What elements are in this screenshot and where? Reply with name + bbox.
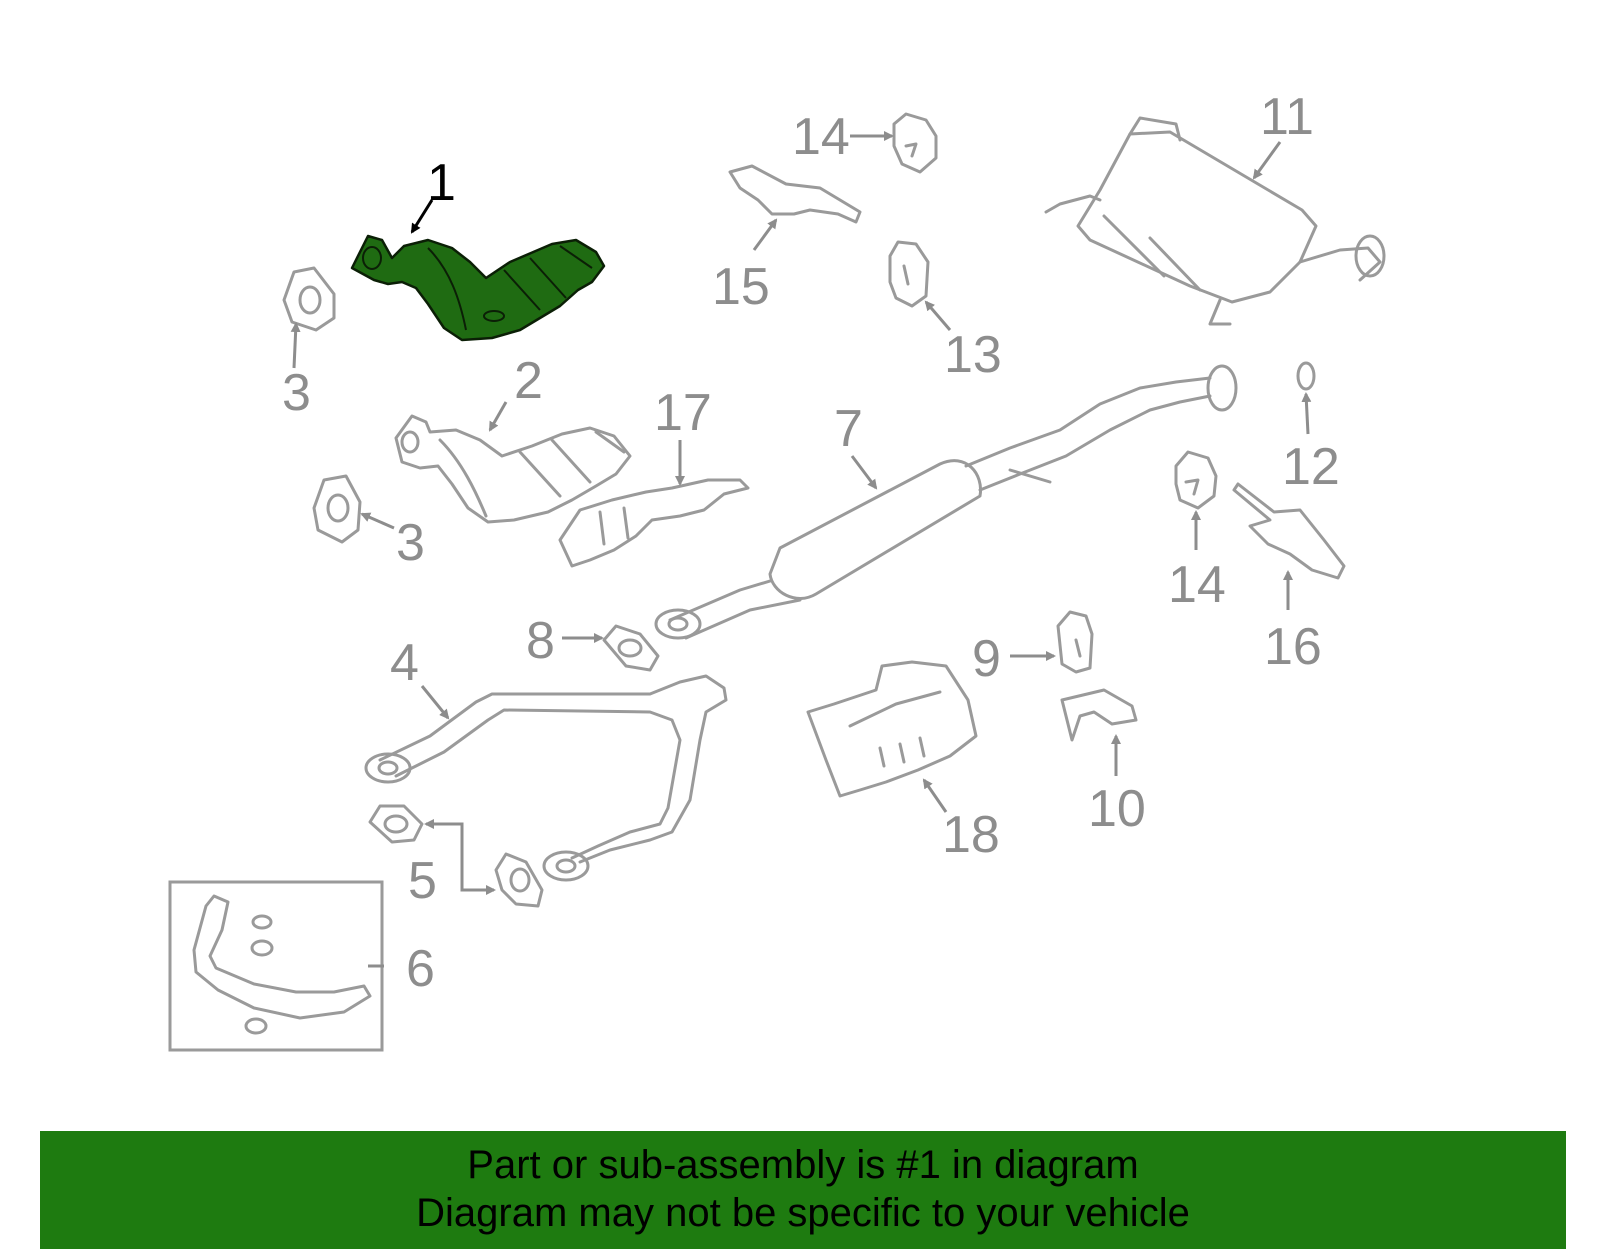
- part-12-o-ring[interactable]: [1296, 361, 1316, 391]
- label-part-14-lower[interactable]: 14: [1168, 556, 1226, 614]
- label-part-13[interactable]: 13: [944, 326, 1002, 384]
- part-9-rubber-hanger[interactable]: [1056, 610, 1094, 674]
- part-15-hanger-bracket[interactable]: [728, 164, 862, 224]
- part-13-rubber-hanger[interactable]: [888, 240, 930, 308]
- label-part-8[interactable]: 8: [526, 612, 555, 670]
- leader-arrows: [290, 131, 1312, 968]
- banner-line-part-number: Part or sub-assembly is #1 in diagram: [467, 1143, 1139, 1187]
- label-part-16[interactable]: 16: [1264, 618, 1322, 676]
- part-11-rear-muffler[interactable]: [1044, 116, 1386, 326]
- part-10-bracket[interactable]: [1060, 688, 1138, 742]
- part-16-hanger-bracket[interactable]: [1232, 482, 1346, 580]
- part-5-gasket-right[interactable]: [494, 852, 544, 908]
- label-part-7[interactable]: 7: [834, 400, 863, 458]
- label-part-9[interactable]: 9: [972, 630, 1001, 688]
- exhaust-parts-diagram: 1 2 3 3 4 5 6 7 8 9 10 11 12 13 14 14 15…: [168, 88, 1386, 1052]
- label-part-11[interactable]: 11: [1260, 88, 1314, 146]
- part-7-center-pipe-muffler[interactable]: [654, 364, 1238, 640]
- part-8-gasket[interactable]: [602, 624, 660, 672]
- callout-labels: 1 2 3 3 4 5 6 7 8 9 10 11 12 13 14 14 15…: [282, 88, 1340, 998]
- label-part-10[interactable]: 10: [1088, 780, 1146, 838]
- label-part-12[interactable]: 12: [1282, 438, 1340, 496]
- label-part-18[interactable]: 18: [942, 806, 1000, 864]
- part-17-heat-shield[interactable]: [558, 478, 750, 568]
- label-part-2[interactable]: 2: [514, 352, 543, 410]
- part-5-gasket-left[interactable]: [368, 804, 424, 844]
- part-1-catalytic-converter-highlighted[interactable]: [350, 234, 606, 342]
- part-3-gasket-upper[interactable]: [282, 266, 336, 332]
- label-part-14-upper[interactable]: 14: [792, 108, 850, 166]
- label-part-4[interactable]: 4: [390, 634, 419, 692]
- label-part-17[interactable]: 17: [654, 384, 712, 442]
- label-part-6[interactable]: 6: [406, 940, 435, 998]
- label-part-3-lower[interactable]: 3: [396, 514, 425, 572]
- part-18-heat-shield[interactable]: [806, 660, 978, 798]
- part-4-front-exhaust-y-pipe[interactable]: [364, 674, 728, 882]
- part-6-bracket-kit[interactable]: [168, 880, 384, 1052]
- part-2-catalytic-converter[interactable]: [394, 414, 632, 524]
- part-14-rubber-hanger-upper[interactable]: [892, 112, 938, 174]
- label-part-15[interactable]: 15: [712, 258, 770, 316]
- label-part-5[interactable]: 5: [408, 852, 437, 910]
- banner-line-disclaimer: Diagram may not be specific to your vehi…: [416, 1191, 1190, 1235]
- part-3-gasket-lower[interactable]: [312, 474, 362, 544]
- info-banner: Part or sub-assembly is #1 in diagram Di…: [40, 1131, 1566, 1249]
- label-part-1[interactable]: 1: [427, 154, 456, 212]
- part-14-rubber-hanger-lower[interactable]: [1174, 450, 1218, 510]
- label-part-3-upper[interactable]: 3: [282, 364, 311, 422]
